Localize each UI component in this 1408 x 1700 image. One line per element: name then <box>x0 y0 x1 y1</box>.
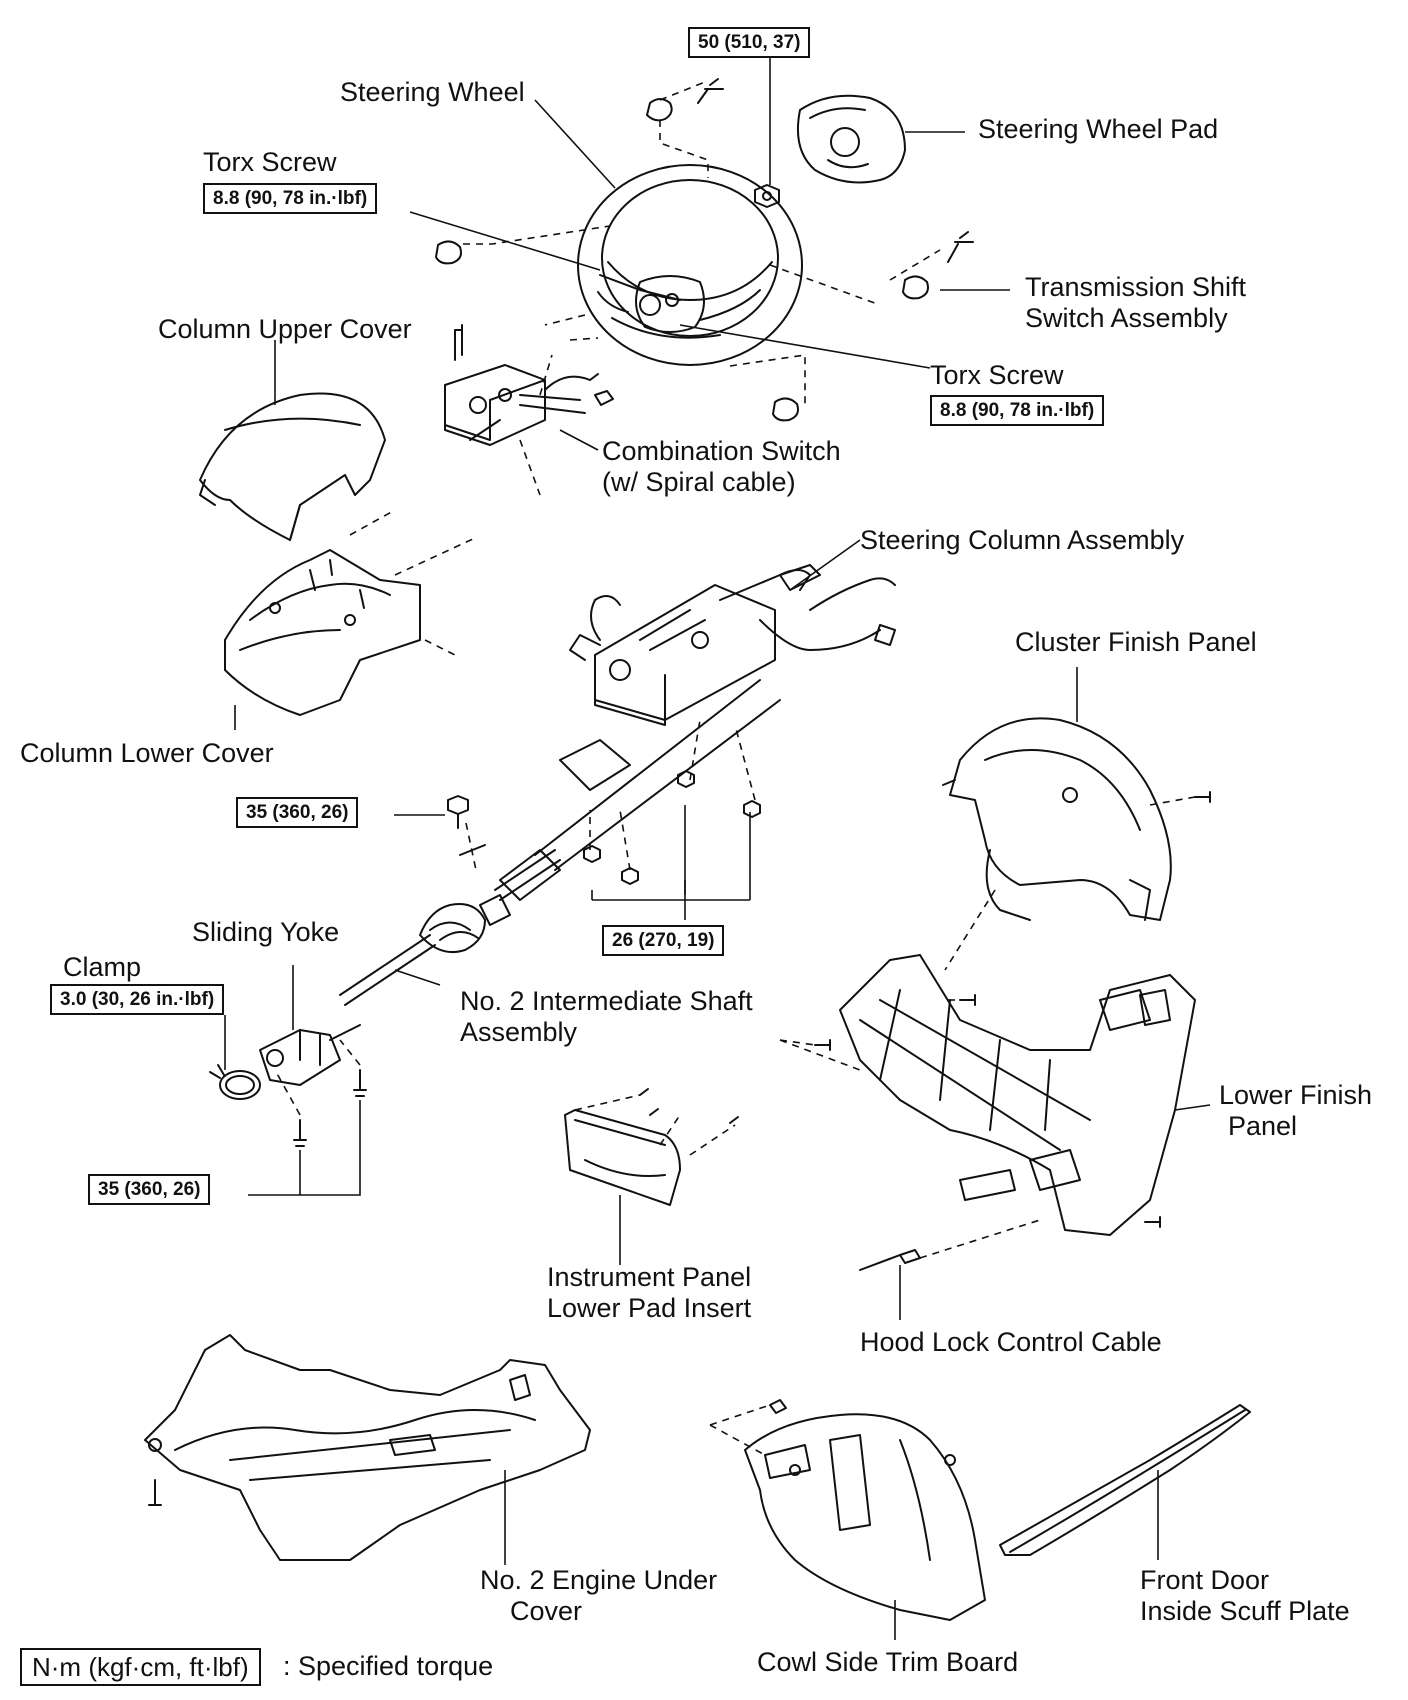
intermediate-shaft-part <box>339 844 561 1006</box>
torque-box-torx-left: 8.8 (90, 78 in.·lbf) <box>203 183 378 214</box>
torque-box-torx-right: 8.8 (90, 78 in.·lbf) <box>930 395 1105 426</box>
scuff-plate-label-line2: Inside Scuff Plate <box>1140 1596 1350 1626</box>
torque-box-clamp: 3.0 (30, 26 in.·lbf) <box>50 984 225 1015</box>
wheel-nut-part <box>754 184 780 208</box>
column-upper-cover-part <box>199 392 386 541</box>
cluster-finish-panel-part <box>942 717 1172 921</box>
steering-wheel-label: Steering Wheel <box>340 77 525 107</box>
combination-switch-label-line2: (w/ Spiral cable) <box>602 467 796 497</box>
torque-box-column-bolt: 35 (360, 26) <box>236 797 359 828</box>
sliding-yoke-part <box>259 1024 361 1086</box>
torque-box-yoke-bolts: 35 (360, 26) <box>88 1174 211 1205</box>
column-nuts <box>447 770 761 885</box>
column-lower-cover-label: Column Lower Cover <box>20 738 274 768</box>
steering-wheel-pad-part <box>796 94 906 184</box>
ip-lower-pad-insert-part <box>564 1109 681 1206</box>
steering-wheel-pad-label: Steering Wheel Pad <box>978 114 1219 144</box>
clamp-label: Clamp <box>63 952 142 982</box>
lower-finish-panel-label-line2: Panel <box>1228 1111 1298 1141</box>
lower-finish-panel-part <box>839 954 1196 1236</box>
torx-screw-left-label: Torx Screw <box>203 147 337 177</box>
intermediate-shaft-label-line1: No. 2 Intermediate Shaft <box>460 986 753 1016</box>
misc-bolts-right <box>639 791 1211 1228</box>
steering-wheel-part <box>577 164 803 366</box>
column-upper-cover-label: Column Upper Cover <box>158 314 412 344</box>
combination-switch-label-line1: Combination Switch <box>602 436 841 466</box>
legend-torque-unit: N·m (kgf·cm, ft·lbf) <box>20 1648 261 1686</box>
assembly-lines <box>274 81 1196 1456</box>
scuff-plate-label-line1: Front Door <box>1140 1565 1270 1595</box>
yoke-bolts <box>293 1069 367 1147</box>
column-lower-cover-part <box>224 549 421 716</box>
sliding-yoke-label: Sliding Yoke <box>192 917 340 947</box>
hood-lock-cable-part <box>859 1249 921 1271</box>
torx-screw-right-label: Torx Screw <box>930 360 1064 390</box>
hood-lock-cable-label: Hood Lock Control Cable <box>860 1327 1162 1357</box>
cowl-side-trim-label: Cowl Side Trim Board <box>757 1647 1019 1677</box>
legend-torque-text: : Specified torque <box>283 1651 494 1681</box>
steering-column-assembly-label: Steering Column Assembly <box>860 525 1185 555</box>
intermediate-shaft-label-line2: Assembly <box>460 1017 578 1047</box>
transmission-shift-label-line2: Switch Assembly <box>1025 303 1228 333</box>
torque-box-wheel-nut: 50 (510, 37) <box>688 27 811 58</box>
ip-lower-pad-insert-label-line2: Lower Pad Insert <box>547 1293 752 1323</box>
scuff-plate-part <box>999 1404 1251 1556</box>
transmission-shift-label-line1: Transmission Shift <box>1025 272 1247 302</box>
combination-switch-part <box>444 324 614 446</box>
cluster-finish-panel-label: Cluster Finish Panel <box>1015 627 1257 657</box>
torque-box-column-nuts: 26 (270, 19) <box>602 925 725 956</box>
ip-lower-pad-insert-label-line1: Instrument Panel <box>547 1262 752 1292</box>
cowl-side-trim-part <box>744 1399 986 1621</box>
steering-column-part <box>499 564 896 901</box>
engine-under-cover-label-line2: Cover <box>510 1596 583 1626</box>
leader-lines <box>224 58 1211 1640</box>
engine-under-cover-part <box>144 1334 591 1561</box>
clamp-part <box>209 1064 261 1100</box>
engine-under-cover-label-line1: No. 2 Engine Under <box>480 1565 718 1595</box>
lower-finish-panel-label-line1: Lower Finish <box>1219 1080 1373 1110</box>
